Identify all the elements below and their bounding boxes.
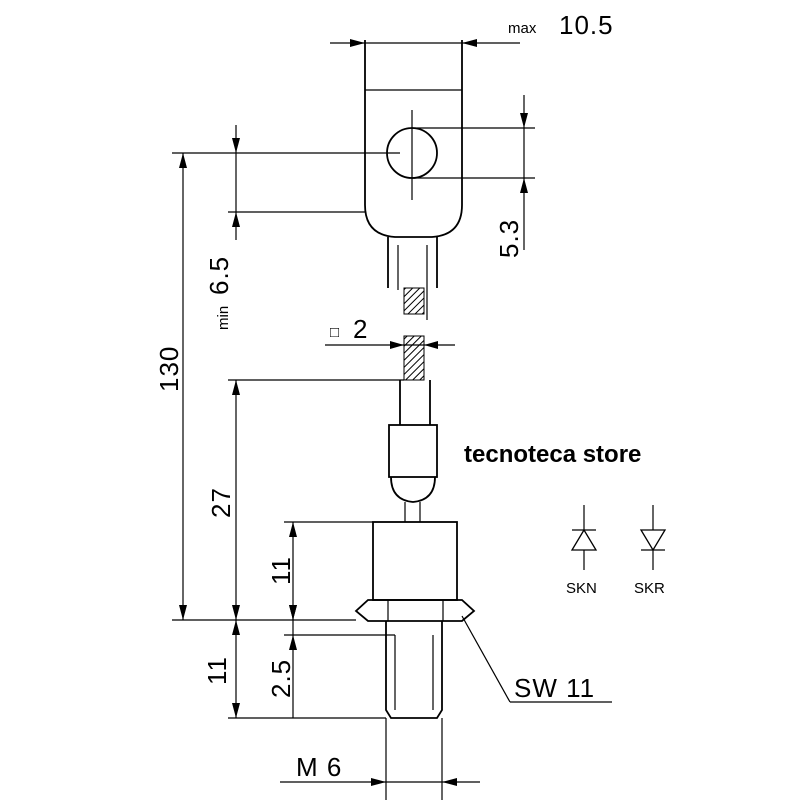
cable-lug — [364, 40, 463, 238]
skr-label: SKR — [634, 580, 665, 597]
wire-square-value: 2 — [353, 314, 368, 344]
thread-undercut-value: 2.5 — [266, 659, 296, 698]
dim-thread-undercut: 2.5 — [266, 605, 395, 718]
thread-size-value: M 6 — [296, 752, 342, 782]
max-prefix-label: max — [508, 20, 537, 37]
dim-max-width: max 10.5 — [330, 10, 614, 47]
housing-height-value: 11 — [266, 556, 296, 585]
dim-wire-square: □ 2 — [325, 314, 455, 349]
min-value: 6.5 — [204, 256, 234, 295]
store-watermark: tecnoteca store — [464, 441, 641, 468]
dim-min-length: min 6.5 — [172, 125, 400, 330]
diode-skr-icon — [639, 505, 667, 570]
lower-lead — [388, 335, 438, 522]
min-prefix-label: min — [215, 306, 232, 330]
dim-thread-length: 11 — [202, 620, 386, 719]
diode-housing — [354, 521, 476, 719]
dim-housing-height: 11 — [266, 521, 373, 620]
dim-thread-size: M 6 — [280, 718, 480, 800]
skn-label: SKN — [566, 580, 597, 597]
upper-length-value: 27 — [206, 487, 236, 518]
thread-length-value: 11 — [202, 656, 232, 685]
max-width-value: 10.5 — [559, 10, 614, 40]
dim-overall-length: 130 — [154, 153, 356, 621]
wrench-size-value: SW 11 — [514, 673, 595, 703]
overall-length-value: 130 — [154, 346, 184, 392]
upper-lead — [387, 237, 438, 320]
dim-hole-offset: 5.3 — [412, 95, 535, 258]
dim-upper-length: 27 — [206, 379, 404, 620]
square-symbol: □ — [330, 324, 339, 341]
diode-skn-icon — [570, 505, 598, 570]
hole-offset-value: 5.3 — [494, 219, 524, 258]
dim-wrench-size: SW 11 — [461, 615, 612, 703]
